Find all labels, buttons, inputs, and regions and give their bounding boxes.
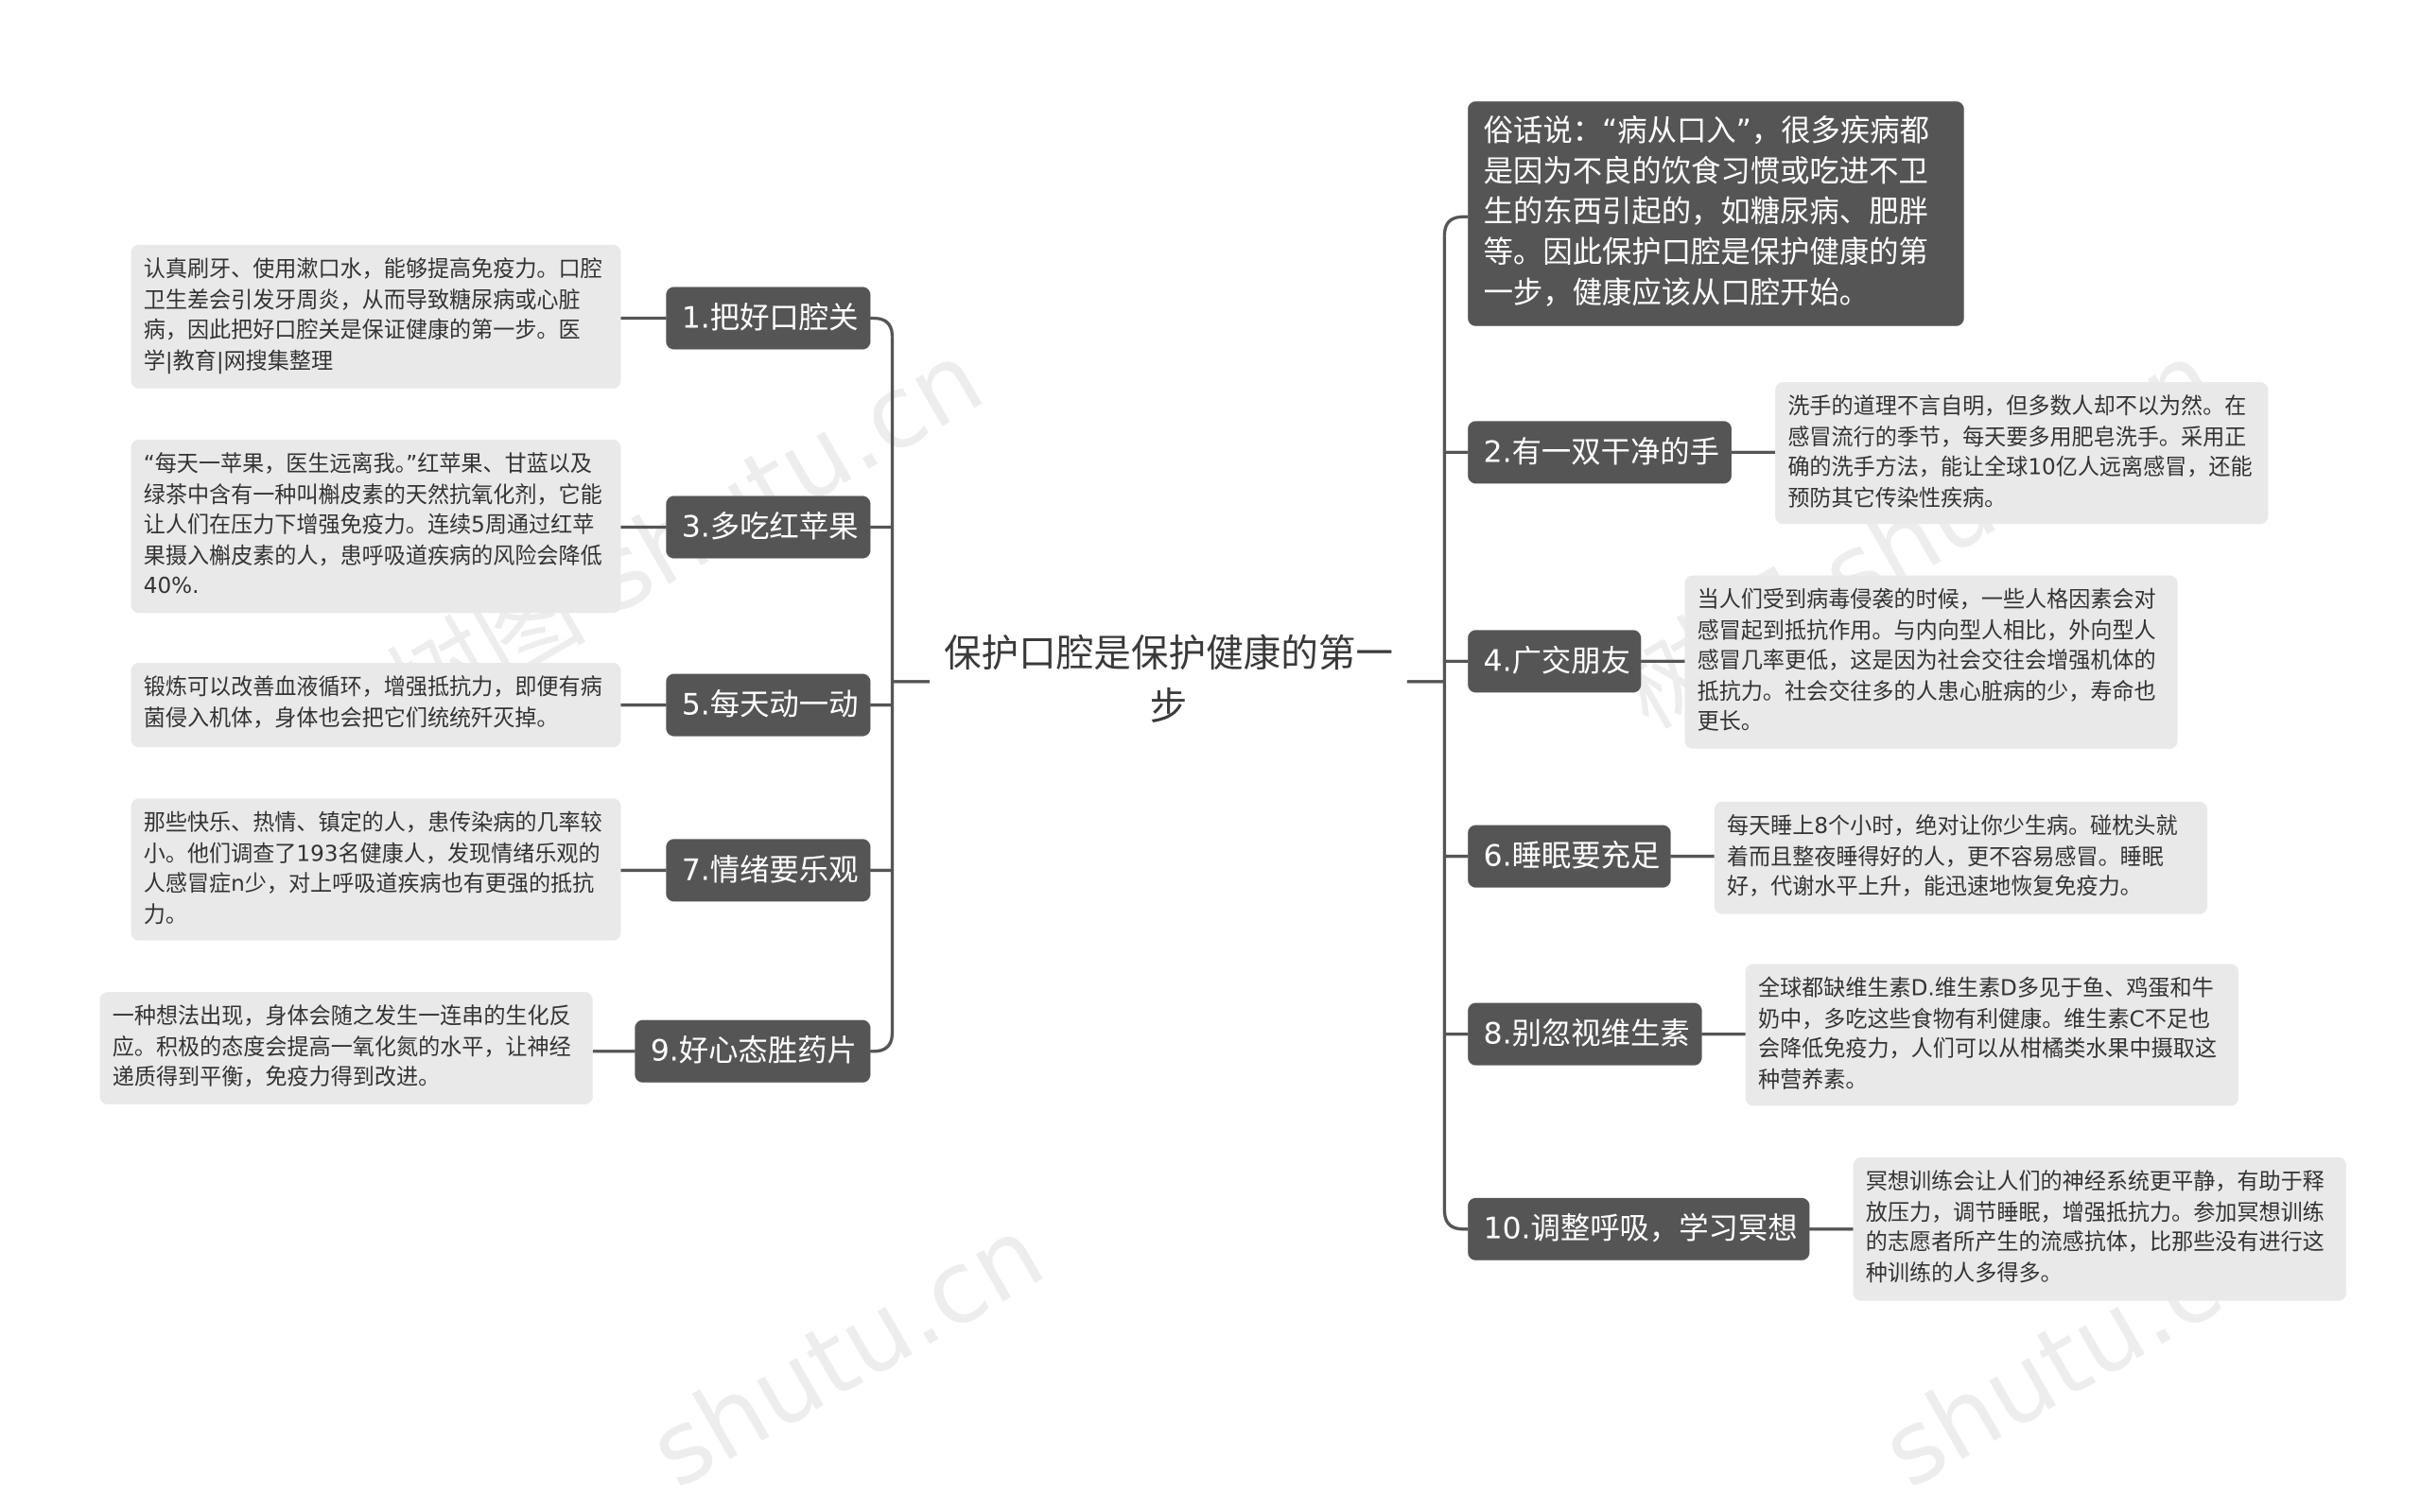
connector-line	[1442, 1209, 1469, 1231]
branch-node[interactable]: 2.有一双干净的手	[1468, 421, 1732, 484]
detail-node[interactable]: 锻炼可以改善血液循环，增强抵抗力，即便有病菌侵入机体，身体也会把它们统统歼灭掉。	[131, 663, 621, 748]
branch-node[interactable]: 7.情绪要乐观	[666, 839, 871, 902]
detail-node[interactable]: 一种想法出现，身体会随之发生一连串的生化反应。积极的态度会提高一氧化氮的水平，让…	[99, 992, 593, 1104]
branch-node[interactable]: 6.睡眠要充足	[1468, 825, 1671, 888]
branch-node[interactable]: 10.调整呼吸，学习冥想	[1468, 1197, 1810, 1260]
detail-node[interactable]: 认真刷牙、使用漱口水，能够提高免疫力。口腔卫生差会引发牙周炎，从而导致糖尿病或心…	[131, 244, 621, 389]
connector-line	[870, 316, 895, 338]
detail-node[interactable]: 当人们受到病毒侵袭的时候，一些人格因素会对感冒起到抵抗作用。与内向型人相比，外向…	[1684, 575, 2178, 749]
detail-node[interactable]: 洗手的道理不言自明，但多数人却不以为然。在感冒流行的季节，每天要多用肥皂洗手。采…	[1775, 382, 2269, 525]
central-topic[interactable]: 保护口腔是保护健康的第一步	[943, 632, 1394, 729]
branch-node[interactable]: 5.每天动一动	[666, 673, 871, 737]
mind-map: 树图 shutu.cn 树图 shutu.cn shutu.cn shutu.c…	[99, 101, 2346, 1512]
connector-line	[1442, 215, 1469, 236]
intro-node[interactable]: 俗话说：“病从口入”，很多疾病都是因为不良的饮食习惯或吃进不卫生的东西引起的，如…	[1468, 101, 1964, 326]
detail-node[interactable]: 那些快乐、热情、镇定的人，患传染病的几率较小。他们调查了193名健康人，发现情绪…	[131, 798, 621, 941]
detail-node[interactable]: 冥想训练会让人们的神经系统更平静，有助于释放压力，调节睡眠，增强抵抗力。参加冥想…	[1853, 1156, 2346, 1301]
connector-lines	[592, 215, 1854, 1231]
connector-line	[870, 1032, 895, 1053]
branch-node[interactable]: 4.广交朋友	[1468, 630, 1642, 693]
branch-node[interactable]: 9.好心态胜药片	[635, 1019, 871, 1083]
branch-node[interactable]: 3.多吃红苹果	[666, 495, 871, 559]
detail-node[interactable]: 每天睡上8个小时，绝对让你少生病。碰枕头就着而且整夜睡得好的人，更不容易感冒。睡…	[1714, 801, 2208, 914]
branch-node[interactable]: 8.别忽视维生素	[1468, 1002, 1702, 1066]
detail-node[interactable]: 全球都缺维生素D.维生素D多见于鱼、鸡蛋和牛奶中，多吃这些食物有利健康。维生素C…	[1745, 964, 2239, 1106]
branch-node[interactable]: 1.把好口腔关	[666, 287, 871, 350]
detail-node[interactable]: “每天一苹果，医生远离我。”红苹果、甘蓝以及绿茶中含有一种叫槲皮素的天然抗氧化剂…	[131, 440, 621, 614]
